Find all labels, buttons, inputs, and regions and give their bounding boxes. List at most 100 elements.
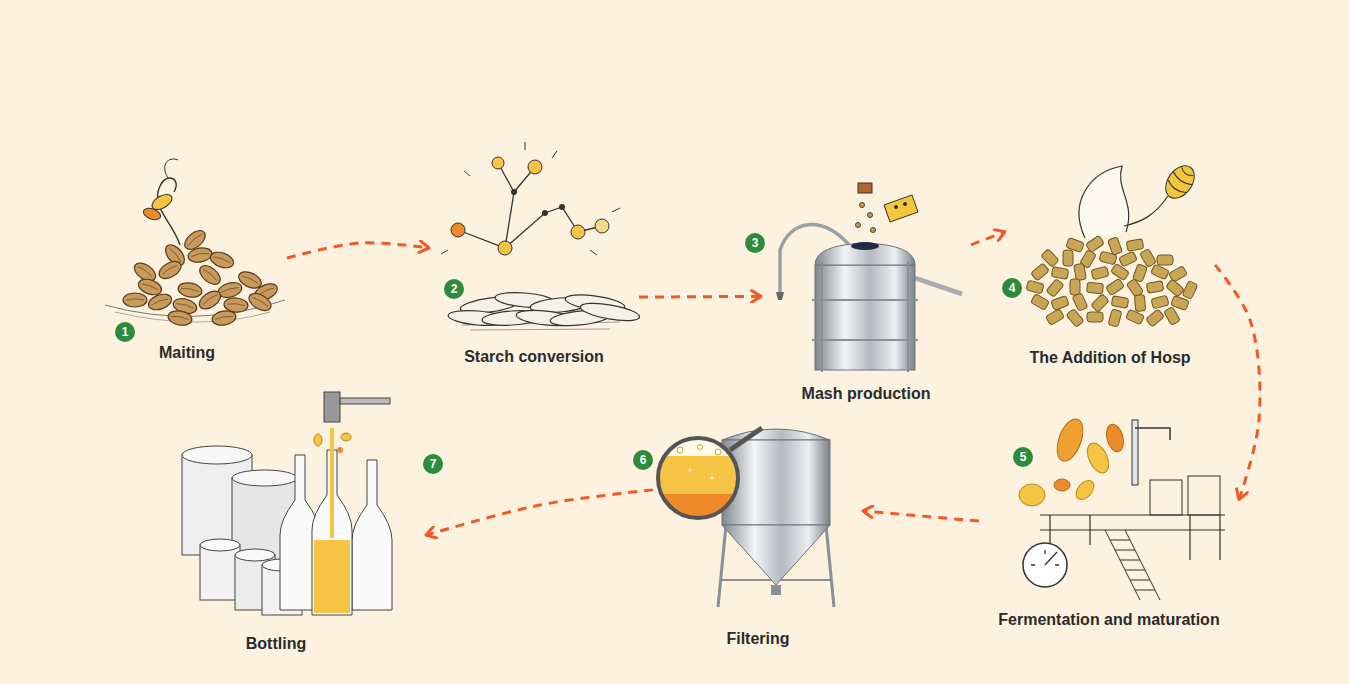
starch-molecules xyxy=(458,163,602,248)
cans-and-bottles xyxy=(324,392,340,422)
fermentation-plant xyxy=(1019,484,1045,506)
starch-molecules xyxy=(595,219,609,233)
callout-number: 7 xyxy=(423,454,443,474)
hop-pellets xyxy=(1079,166,1129,238)
hop-pellets xyxy=(1108,309,1122,327)
filter-tank xyxy=(658,438,738,518)
cans-and-bottles xyxy=(314,434,322,446)
mash-tank xyxy=(860,203,865,208)
flow-arrow xyxy=(639,295,761,299)
fermentation-plant xyxy=(1023,543,1067,587)
seed-pile xyxy=(448,290,641,330)
malt-pile xyxy=(246,290,274,314)
flow-arrow xyxy=(863,511,979,521)
fermentation-plant xyxy=(1031,550,1059,565)
hop-pellets xyxy=(1051,296,1069,311)
starch-molecules xyxy=(492,157,504,169)
hop-pellets xyxy=(1146,309,1165,327)
hop-pellets xyxy=(1166,279,1185,297)
fermentation-plant xyxy=(1105,530,1160,600)
filter-tank xyxy=(826,525,834,607)
step-label: Bottling xyxy=(246,634,306,654)
hop-pellets xyxy=(1031,294,1050,311)
hop-pellets xyxy=(1066,309,1084,328)
cans-and-bottles xyxy=(337,447,343,453)
step-label: The Addition of Hosp xyxy=(1029,348,1190,368)
seed-pile xyxy=(579,300,641,324)
hop-pellets xyxy=(1111,296,1128,309)
malt-pile xyxy=(196,262,223,288)
filter-tank xyxy=(722,525,830,585)
fermentation-plant xyxy=(1135,428,1170,440)
hop-pellets xyxy=(1182,281,1198,300)
mash-tank xyxy=(903,202,907,206)
hop-pellets xyxy=(1146,281,1163,294)
callout-number: 4 xyxy=(1002,278,1022,298)
mash-tank xyxy=(884,195,918,222)
step-label: Mash production xyxy=(802,384,931,404)
cans-and-bottles xyxy=(200,545,240,600)
starch-molecules xyxy=(511,189,517,195)
hop-pellets xyxy=(1124,196,1168,226)
malt-pile xyxy=(157,178,180,245)
mash-tank xyxy=(851,242,879,250)
fermentation-plant xyxy=(1104,422,1127,453)
malt-pile xyxy=(196,287,224,312)
starch-molecules xyxy=(528,160,542,174)
hop-pellets xyxy=(1160,160,1200,203)
cans-and-bottles xyxy=(182,392,392,615)
malt-pile xyxy=(165,159,178,178)
filter-tank xyxy=(711,477,714,480)
cans-and-bottles xyxy=(200,539,240,551)
step-node: The Addition of Hosp xyxy=(1005,155,1215,368)
mash-tank xyxy=(856,223,861,228)
hop-pellets xyxy=(1074,263,1087,280)
step-label: Starch conversion xyxy=(464,347,604,367)
filter-tank xyxy=(715,449,721,455)
fermentation-plant xyxy=(1054,479,1070,491)
hop-pellets xyxy=(1164,307,1181,326)
hop-pellets xyxy=(1126,309,1145,325)
starch-molecules xyxy=(441,142,620,255)
hop-pellets xyxy=(1063,250,1073,266)
malt-pile xyxy=(115,312,270,322)
hop-pellets xyxy=(1160,160,1200,203)
flow-arrow xyxy=(971,232,1005,245)
callout-number: 1 xyxy=(115,322,135,342)
callout-number: 2 xyxy=(444,279,464,299)
hop-pellets xyxy=(1087,282,1104,293)
starch-molecules xyxy=(542,210,548,216)
malt-pile xyxy=(156,258,184,282)
fermentation-plant xyxy=(1019,416,1225,600)
mash-tank xyxy=(868,213,873,218)
step-label: Filtering xyxy=(726,629,789,649)
flow-arrow xyxy=(426,490,653,535)
starch-molecules xyxy=(559,204,565,210)
mash-tank xyxy=(815,265,915,370)
starch-molecules xyxy=(441,142,620,255)
filter-tank xyxy=(718,525,726,607)
callout-number: 5 xyxy=(1013,447,1033,467)
mash-tank xyxy=(812,262,918,372)
fermentation-plant xyxy=(1083,440,1113,477)
hop-pellets xyxy=(1157,255,1173,265)
hop-pellets xyxy=(1072,293,1088,312)
malt-pile xyxy=(177,281,203,299)
flow-arrow xyxy=(287,243,429,258)
hop-pellets xyxy=(1091,266,1109,280)
malt-pile xyxy=(146,291,173,312)
step-label: Fermentation and maturation xyxy=(998,610,1219,630)
hop-pellets xyxy=(1031,263,1050,281)
hop-pellets xyxy=(1134,295,1145,312)
mash-tank xyxy=(776,292,784,300)
hop-pellets xyxy=(1026,280,1044,294)
filter-tank xyxy=(722,429,830,440)
cans-and-bottles xyxy=(314,540,350,613)
mash-tank xyxy=(776,183,962,372)
hop-pellets xyxy=(1026,160,1200,327)
hop-pellets xyxy=(1165,164,1197,195)
step-node: Fermentation and maturation xyxy=(979,405,1239,630)
hop-pellets xyxy=(1046,279,1064,298)
